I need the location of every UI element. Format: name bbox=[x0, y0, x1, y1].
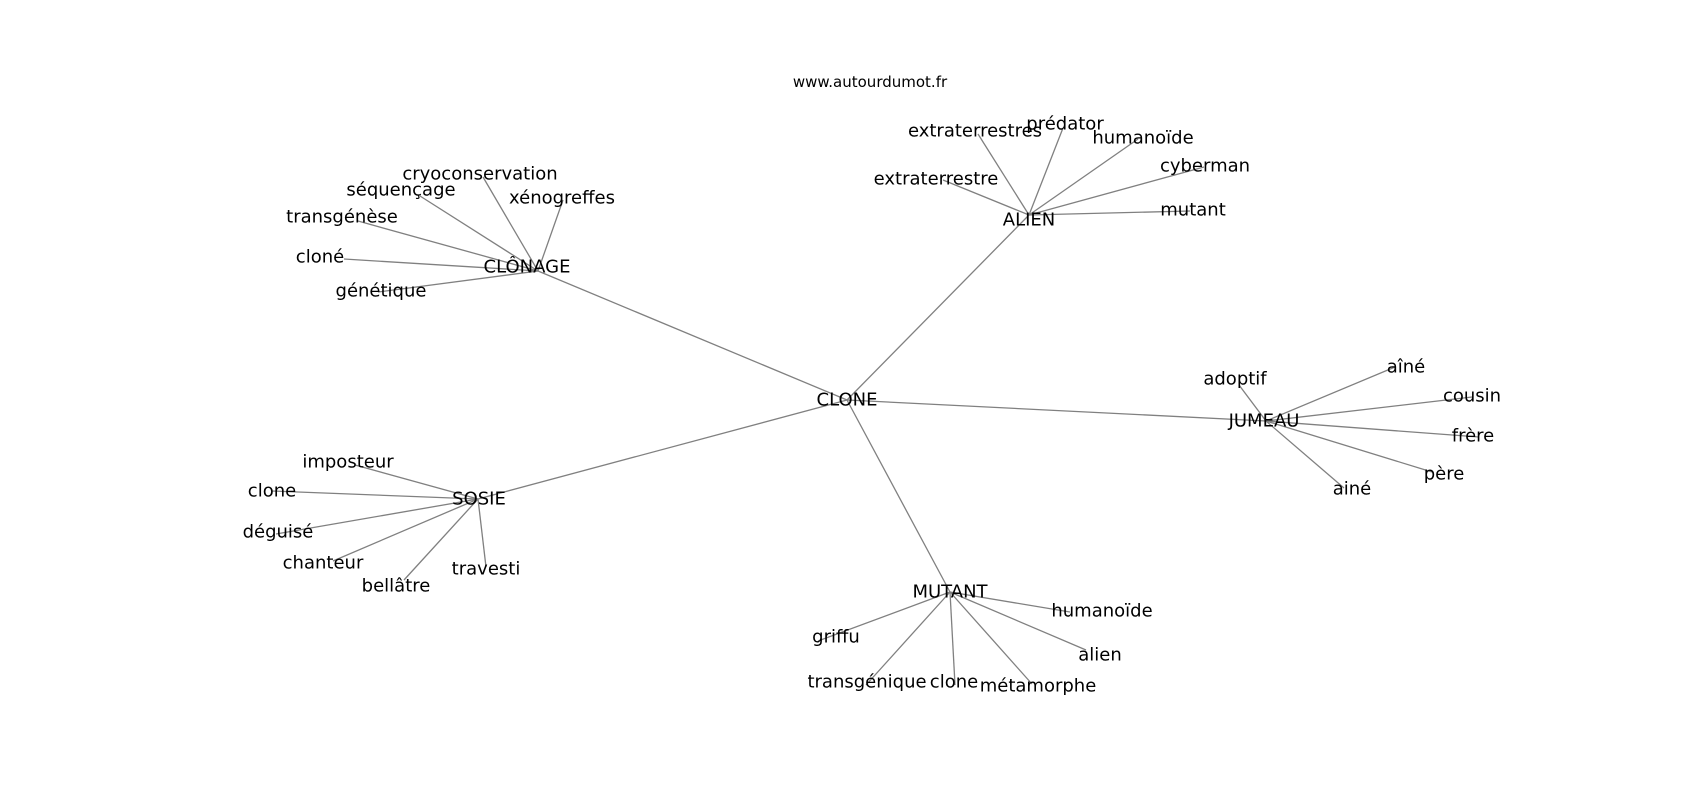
leaf-word[interactable]: cyberman bbox=[1160, 156, 1250, 177]
leaf-word[interactable]: xénogreffes bbox=[509, 188, 615, 209]
leaf-word[interactable]: cloné bbox=[296, 247, 344, 268]
edge-center-hub bbox=[846, 214, 1030, 401]
watermark-text: www.autourdumot.fr bbox=[793, 73, 948, 91]
edge-hub-leaf bbox=[817, 591, 951, 642]
leaf-word[interactable]: mutant bbox=[1160, 200, 1226, 221]
center-word[interactable]: CLONE bbox=[817, 390, 878, 411]
edge-hub-leaf bbox=[942, 179, 1030, 216]
edge-hub-leaf bbox=[1265, 366, 1396, 422]
edge-center-hub bbox=[846, 399, 1267, 422]
edge-hub-leaf bbox=[357, 220, 539, 272]
edges-layer bbox=[271, 127, 1480, 686]
edge-hub-leaf bbox=[482, 176, 539, 272]
leaf-word[interactable]: déguisé bbox=[243, 522, 314, 543]
leaf-word[interactable]: transgénique bbox=[807, 672, 926, 693]
edge-center-hub bbox=[477, 399, 848, 500]
leaf-word[interactable]: chanteur bbox=[283, 553, 364, 574]
edge-hub-leaf bbox=[343, 258, 539, 272]
edge-hub-leaf bbox=[949, 591, 1071, 613]
edge-hub-leaf bbox=[1028, 210, 1191, 216]
leaf-word[interactable]: alien bbox=[1078, 645, 1122, 666]
edge-hub-leaf bbox=[1028, 138, 1139, 216]
leaf-word[interactable]: génétique bbox=[336, 281, 427, 302]
leaf-word[interactable]: humanoïde bbox=[1092, 128, 1193, 149]
leaf-word[interactable]: frère bbox=[1452, 426, 1495, 447]
leaf-word[interactable]: extraterrestre bbox=[874, 169, 999, 190]
leaf-word[interactable]: séquençage bbox=[346, 180, 455, 201]
leaf-word[interactable]: prédator bbox=[1026, 114, 1104, 135]
edge-center-hub bbox=[846, 399, 951, 593]
leaf-word[interactable]: cryoconservation bbox=[402, 164, 557, 185]
edge-hub-leaf bbox=[1265, 420, 1480, 438]
edge-hub-leaf bbox=[1028, 127, 1064, 216]
leaf-word[interactable]: extraterrestres bbox=[908, 121, 1042, 142]
edge-hub-leaf bbox=[354, 464, 479, 500]
leaf-word[interactable]: humanoïde bbox=[1051, 601, 1152, 622]
edge-hub-leaf bbox=[1265, 396, 1473, 422]
edge-center-hub bbox=[537, 270, 848, 401]
edge-hub-leaf bbox=[377, 270, 539, 293]
leaf-word[interactable]: ainé bbox=[1333, 479, 1372, 500]
leaf-word[interactable]: cousin bbox=[1443, 386, 1501, 407]
leaf-word[interactable]: clone bbox=[930, 672, 978, 693]
edge-hub-leaf bbox=[865, 591, 951, 686]
leaf-word[interactable]: bellâtre bbox=[362, 576, 431, 597]
edge-hub-leaf bbox=[1238, 384, 1267, 422]
leaf-word[interactable]: aîné bbox=[1387, 357, 1426, 378]
hub-word[interactable]: CLÔNAGE bbox=[484, 256, 571, 278]
hub-word[interactable]: ALIEN bbox=[1003, 210, 1056, 231]
edge-hub-leaf bbox=[403, 498, 479, 581]
leaf-word[interactable]: travesti bbox=[452, 559, 521, 580]
edge-hub-leaf bbox=[1265, 420, 1345, 489]
edge-hub-leaf bbox=[477, 498, 487, 568]
leaf-word[interactable]: transgénèse bbox=[286, 207, 398, 228]
edge-hub-leaf bbox=[332, 498, 479, 562]
edge-hub-leaf bbox=[1028, 166, 1205, 216]
leaf-word[interactable]: clone bbox=[248, 481, 296, 502]
hub-word[interactable]: MUTANT bbox=[912, 582, 988, 603]
edge-hub-leaf bbox=[271, 490, 479, 500]
edge-hub-leaf bbox=[537, 199, 564, 272]
leaf-word[interactable]: imposteur bbox=[302, 452, 394, 473]
edge-hub-leaf bbox=[977, 133, 1030, 216]
edge-hub-leaf bbox=[949, 591, 956, 686]
leaf-word[interactable]: métamorphe bbox=[980, 676, 1097, 697]
edge-hub-leaf bbox=[949, 591, 1033, 685]
edge-hub-leaf bbox=[949, 591, 1087, 651]
edge-hub-leaf bbox=[419, 195, 539, 272]
leaf-word[interactable]: père bbox=[1424, 464, 1465, 485]
leaf-word[interactable]: griffu bbox=[812, 627, 860, 648]
edge-hub-leaf bbox=[1265, 420, 1433, 473]
hub-word[interactable]: JUMEAU bbox=[1228, 411, 1300, 432]
edge-hub-leaf bbox=[275, 498, 479, 535]
hub-word[interactable]: SOSIE bbox=[452, 489, 506, 510]
leaf-word[interactable]: adoptif bbox=[1203, 369, 1267, 390]
